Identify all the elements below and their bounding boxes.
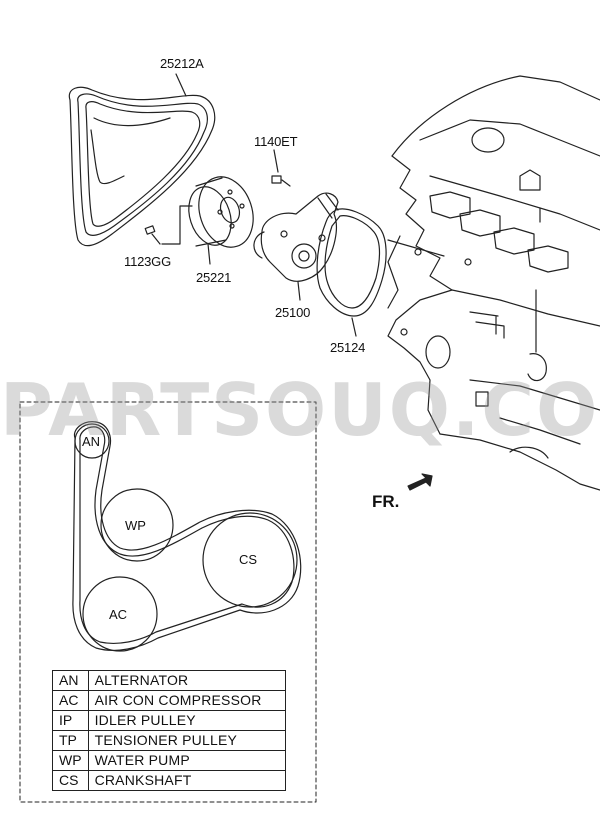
pulley-leader-line [207, 243, 211, 265]
pulley-label-an: AN [82, 434, 101, 449]
label-gasket: 25124 [330, 340, 366, 355]
bolt-upper-leader-line [273, 149, 279, 173]
water-pump-pulley [188, 176, 254, 248]
legend-name: CRANKSHAFT [87, 770, 286, 791]
gasket-leader-line [351, 317, 357, 337]
legend-abbr: IP [52, 710, 89, 731]
front-arrow-icon [407, 473, 433, 491]
label-front: FR. [372, 492, 400, 511]
label-bolt-upper: 1140ET [254, 134, 298, 149]
drive-belt [68, 86, 216, 247]
label-water-pump: 25100 [275, 305, 311, 320]
engine-block [387, 75, 600, 491]
gasket [316, 208, 387, 317]
pulley-label-wp: WP [125, 518, 146, 533]
pump-leader-line [297, 281, 301, 301]
pulley-ac [82, 576, 158, 652]
legend-abbr: AC [52, 690, 89, 711]
pulley-wp [100, 488, 174, 562]
legend-name: AIR CON COMPRESSOR [87, 690, 286, 711]
belt-routing-diagram [72, 421, 302, 652]
gasket-to-engine-line [387, 239, 445, 257]
label-pulley: 25221 [196, 270, 232, 285]
bolt-1140et [271, 175, 291, 187]
label-belt: 25212A [160, 56, 204, 71]
pulley-label-cs: CS [239, 552, 258, 567]
label-bolt-lower: 1123GG [124, 254, 171, 269]
legend-abbr: TP [52, 730, 89, 751]
legend-abbr: WP [52, 750, 89, 771]
watermark: PARTSOUQ.COM [0, 368, 600, 452]
belt-leader-line [175, 73, 187, 97]
legend-abbr: CS [52, 770, 89, 791]
belt-routing-box [19, 401, 317, 803]
legend-name: ALTERNATOR [87, 670, 286, 691]
legend-name: IDLER PULLEY [87, 710, 286, 731]
legend-abbr: AN [52, 670, 89, 691]
legend-name: TENSIONER PULLEY [87, 730, 286, 751]
legend-name: WATER PUMP [87, 750, 286, 771]
bolt-1123gg [144, 225, 161, 245]
pulley-label-ac: AC [109, 607, 128, 622]
bolt-bracket-line [161, 205, 193, 245]
